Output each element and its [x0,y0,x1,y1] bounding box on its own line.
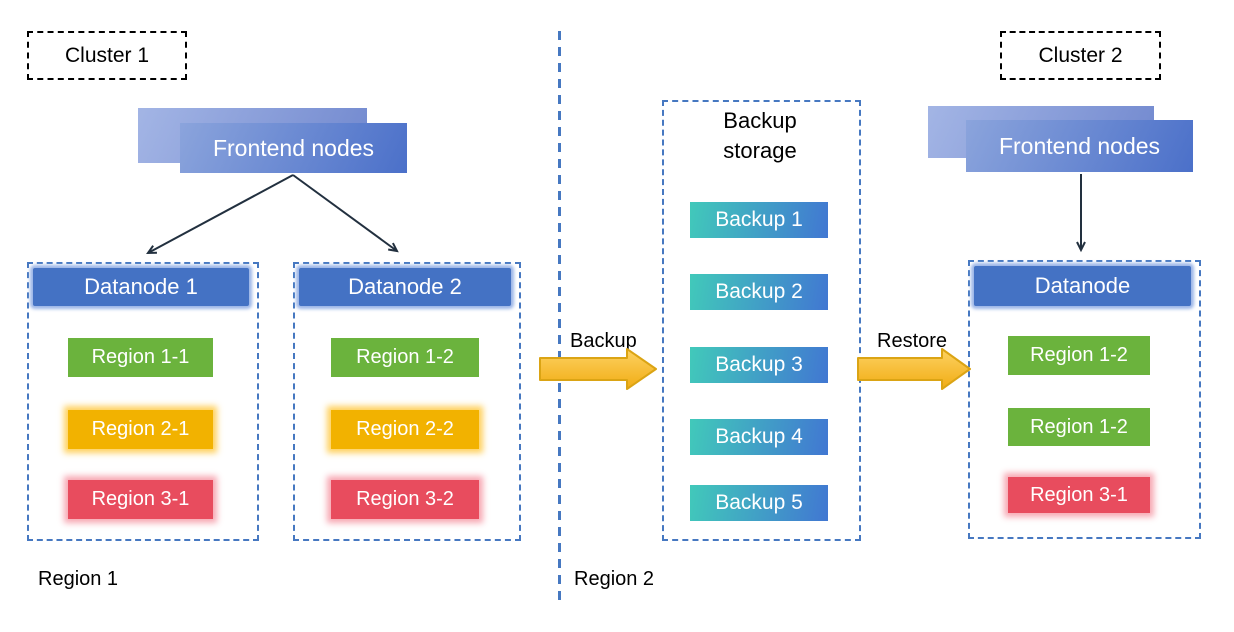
restore-flow-arrow [857,348,971,390]
frontend-to-datanode1-arrow [146,174,294,255]
region-box: Region 3-1 [68,480,213,519]
cluster1-frontend-label: Frontend nodes [212,134,375,161]
region-box: Region 1-1 [68,338,213,377]
region1-area-label: Region 1 [38,568,119,590]
restore-flow-label: Restore [877,330,948,352]
backup-item: Backup 3 [690,347,828,383]
datanode1-container [27,262,259,541]
frontend-to-datanode2-arrow [292,174,399,253]
cluster2-label-box: Cluster 2 [1000,31,1161,80]
region-box: Region 3-2 [331,480,479,519]
cluster2-datanode-header: Datanode [974,266,1191,306]
datanode2-container [293,262,521,541]
cluster2-frontend-nodes-box: Frontend nodes [966,120,1193,172]
region-separator-line [558,31,561,602]
cluster1-frontend-nodes-box: Frontend nodes [180,123,407,173]
region-box: Region 1-2 [331,338,479,377]
backup-item: Backup 4 [690,419,828,455]
backup-flow-label: Backup [570,330,637,352]
backup-storage-title: Backup storage [723,108,797,163]
region-box: Region 1-2 [1008,336,1150,375]
backup-item: Backup 2 [690,274,828,310]
datanode2-header: Datanode 2 [299,268,511,306]
cluster2-label: Cluster 2 [1038,43,1123,67]
cluster1-label: Cluster 1 [64,43,150,67]
cluster2-datanode-container [968,260,1201,539]
region-box: Region 2-2 [331,410,479,449]
region-box: Region 1-2 [1008,408,1150,446]
cluster2-frontend-label: Frontend nodes [998,132,1161,159]
backup-item: Backup 1 [690,202,828,238]
backup-storage-container [662,100,861,541]
datanode1-header: Datanode 1 [33,268,249,306]
region-box: Region 3-1 [1008,477,1150,513]
backup-item: Backup 5 [690,485,828,521]
cluster1-label-box: Cluster 1 [27,31,187,80]
region2-area-label: Region 2 [574,568,655,590]
region-box: Region 2-1 [68,410,213,449]
